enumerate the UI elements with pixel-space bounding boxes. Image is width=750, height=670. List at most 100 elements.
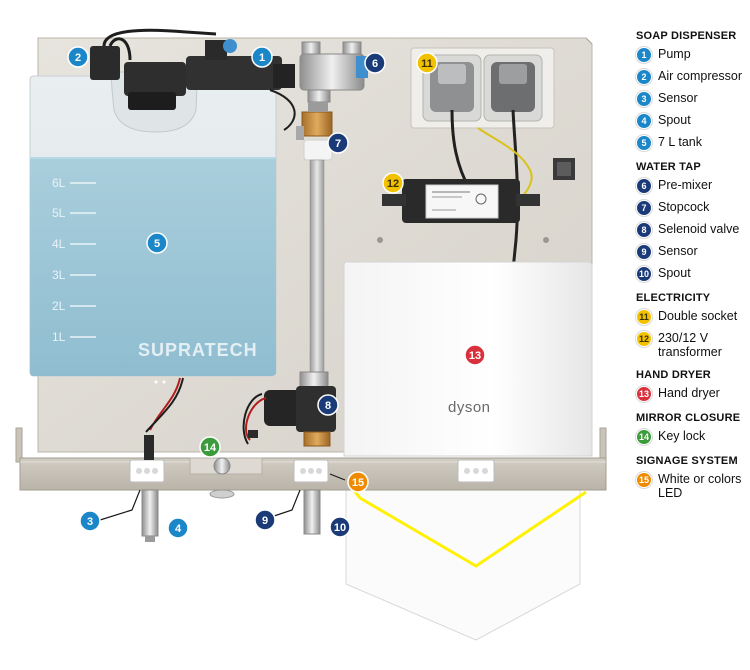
legend-number-badge: 14 [636,429,652,445]
legend-item-label: 230/12 V transformer [658,331,722,359]
badge-5: 5 [146,232,168,254]
tank-mark-label: 1L [52,330,66,344]
legend-item: 7 Stopcock [636,200,750,216]
svg-text:3: 3 [87,516,93,528]
badge-10: 10 [329,516,351,538]
tank-mark-label: 2L [52,299,66,313]
legend-item-label: Pump [658,47,691,61]
legend-section-title: HAND DRYER [636,369,711,381]
legend-number-badge: 11 [636,309,652,325]
legend-item: 4 Spout [636,113,750,129]
water-spout [303,489,321,535]
badge-9: 9 [254,509,276,531]
legend-item: 11 Double socket [636,309,750,325]
svg-text:7: 7 [335,138,341,150]
legend-item-label: 7 L tank [658,135,703,149]
tank-brand: SUPRATECH [138,340,258,360]
legend-item: 10 Spout [636,266,750,282]
badge-12: 12 [382,172,404,194]
legend-section-title: SIGNAGE SYSTEM [636,455,738,467]
legend-item-label: White or colors LED [658,472,742,500]
legend-section-soap-dispenser: SOAP DISPENSER 1 Pump 2 Air compressor 3 Senso… [636,30,750,151]
equipment-diagram: 6L 5L 4L 3L 2L 1L SUPRATECH [15,28,607,641]
soap-wires [145,89,296,433]
legend-number-badge: 13 [636,386,652,402]
svg-text:11: 11 [421,58,433,70]
legend-item-label: Sensor [658,244,698,258]
transformer [382,179,540,223]
legend-number-badge: 3 [636,91,652,107]
tank-scale: 6L 5L 4L 3L 2L 1L [52,176,96,344]
legend-item-label: Air compressor [658,69,743,83]
legend-number-badge: 2 [636,69,652,85]
key-lock [189,457,263,499]
led-connector [457,459,495,483]
svg-text:10: 10 [334,522,346,534]
legend-section-mirror-closure: MIRROR CLOSURE 14 Key lock [636,412,750,445]
soap-tank [29,71,277,377]
legend-item-label: Double socket [658,309,738,323]
badge-6: 6 [364,52,386,74]
legend-number-badge: 6 [636,178,652,194]
water-tap-assembly [242,41,368,447]
svg-text:15: 15 [352,477,364,489]
legend-section-title: WATER TAP [636,161,701,173]
legend-item: 3 Sensor [636,91,750,107]
svg-text:6: 6 [372,58,378,70]
legend-item: 2 Air compressor [636,69,750,85]
badge-2: 2 [67,46,89,68]
legend-number-badge: 5 [636,135,652,151]
legend-section-title: MIRROR CLOSURE [636,412,741,424]
svg-text:2: 2 [75,52,81,64]
tank-mark-label: 4L [52,237,66,251]
legend-item: 9 Sensor [636,244,750,260]
legend-item-label: Stopcock [658,200,710,214]
legend-item: 6 Pre-mixer [636,178,750,194]
legend-item: 1 Pump [636,47,750,63]
water-sensor [293,459,329,483]
badge-15: 15 [347,471,369,493]
hand-dryer [343,261,593,641]
legend-item-label: Sensor [658,91,698,105]
svg-text:4: 4 [175,523,182,535]
svg-text:1: 1 [259,52,265,64]
legend-number-badge: 10 [636,266,652,282]
badge-13: 13 [464,344,486,366]
legend-item-label: Pre-mixer [658,178,713,192]
legend-number-badge: 9 [636,244,652,260]
legend-section-title: SOAP DISPENSER [636,30,737,42]
legend-item-label: Spout [658,113,691,127]
legend-item: 14 Key lock [636,429,750,445]
svg-text:14: 14 [204,442,217,454]
svg-text:13: 13 [469,350,481,362]
leader-lines [99,473,346,521]
badge-1: 1 [251,46,273,68]
badge-14: 14 [199,436,221,458]
dryer-brand: dyson [448,399,491,416]
legend-item-label: Spout [658,266,691,280]
badge-8: 8 [317,394,339,416]
soap-spout [141,489,159,542]
legend-number-badge: 1 [636,47,652,63]
double-socket [410,47,555,129]
soap-sensor [129,435,165,483]
legend-item-label: Selenoid valve [658,222,740,236]
legend-number-badge: 4 [636,113,652,129]
svg-text:9: 9 [262,515,268,527]
tank-mark-label: 5L [52,206,66,220]
badge-7: 7 [327,132,349,154]
legend-number-badge: 7 [636,200,652,216]
tank-mark-label: 6L [52,176,66,190]
legend-section-title: ELECTRICITY [636,292,711,304]
legend-item-label: Key lock [658,429,706,443]
tank-mark-label: 3L [52,268,66,282]
